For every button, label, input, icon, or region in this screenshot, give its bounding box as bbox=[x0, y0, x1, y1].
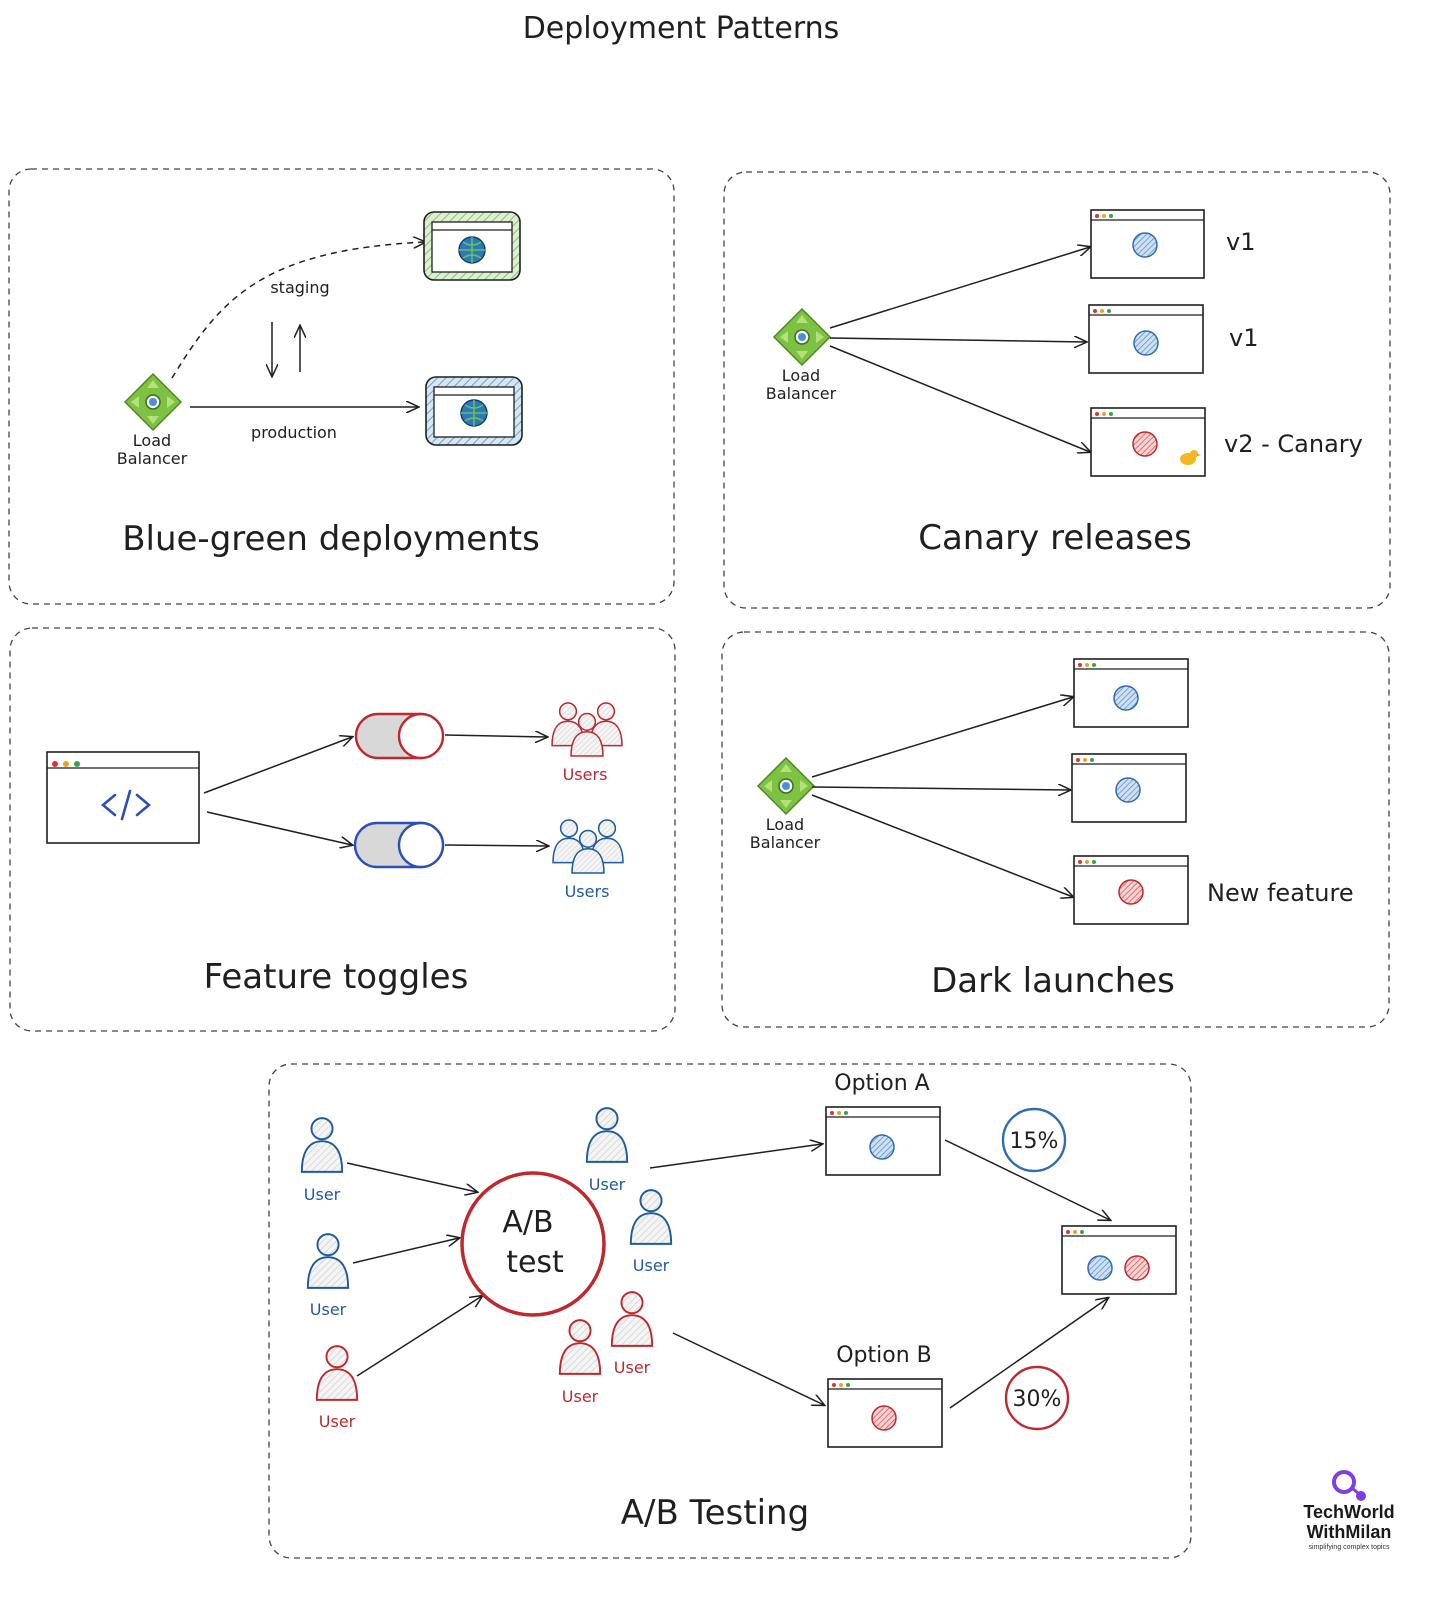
dark-window-2 bbox=[1071, 753, 1187, 823]
ab-testing-title: A/B Testing bbox=[621, 1493, 809, 1533]
user-icon bbox=[300, 1117, 344, 1173]
pct-b-badge bbox=[1004, 1365, 1070, 1431]
pct-b-label: 30% bbox=[1013, 1387, 1062, 1412]
panel-ab-testing: User User User User User User User A/B t… bbox=[268, 1063, 1192, 1559]
canary-window-3 bbox=[1090, 407, 1206, 477]
load-balancer-icon bbox=[757, 757, 815, 815]
toggle-blue[interactable] bbox=[353, 821, 445, 869]
logo-line2: WithMilan bbox=[1307, 1522, 1392, 1542]
user-icon bbox=[306, 1233, 350, 1289]
canary-window-2 bbox=[1088, 304, 1204, 374]
logo-line1: TechWorld bbox=[1303, 1502, 1394, 1522]
users-group-icon-red bbox=[552, 703, 622, 756]
users-group-icon-blue bbox=[553, 820, 623, 873]
logo-icon bbox=[1332, 1470, 1356, 1494]
user-label: User bbox=[589, 1175, 626, 1194]
user-label: User bbox=[633, 1256, 670, 1275]
option-b-window bbox=[827, 1378, 943, 1448]
load-balancer-icon bbox=[124, 373, 182, 431]
toggle-red[interactable] bbox=[354, 712, 445, 760]
lb-label-balancer: Balancer bbox=[750, 833, 821, 852]
production-label: production bbox=[251, 423, 337, 442]
panel-canary: Load Balancer v1 bbox=[723, 171, 1391, 609]
staging-arrow bbox=[171, 242, 425, 379]
user-icon bbox=[629, 1189, 673, 1245]
panel-feature-toggles: Users Users Feature toggles bbox=[9, 627, 676, 1032]
user-label: User bbox=[614, 1358, 651, 1377]
staging-server-icon bbox=[423, 211, 521, 281]
dark-window-3 bbox=[1073, 855, 1189, 925]
option-a-label: Option A bbox=[834, 1071, 929, 1096]
code-window bbox=[46, 751, 200, 844]
version-label-3: v2 - Canary bbox=[1224, 430, 1363, 458]
staging-label: staging bbox=[270, 278, 329, 297]
version-label-1: v1 bbox=[1226, 228, 1255, 256]
user-icon bbox=[558, 1319, 602, 1375]
ab-test-label-1: A/B bbox=[502, 1205, 553, 1240]
pct-a-badge bbox=[1001, 1107, 1067, 1173]
user-icon bbox=[315, 1345, 359, 1401]
option-b-label: Option B bbox=[836, 1343, 932, 1368]
lb-label-load: Load bbox=[782, 366, 820, 385]
user-label: User bbox=[319, 1412, 356, 1431]
user-label: User bbox=[304, 1185, 341, 1204]
code-icon bbox=[100, 789, 152, 821]
canary-bird-icon bbox=[1180, 450, 1201, 465]
dark-launches-title: Dark launches bbox=[931, 961, 1175, 1001]
version-label-2: v1 bbox=[1229, 324, 1258, 352]
techworld-logo: TechWorld WithMilan simplifying complex … bbox=[1303, 1470, 1395, 1551]
lb-label-balancer: Balancer bbox=[766, 384, 837, 403]
result-window bbox=[1061, 1225, 1177, 1295]
canary-window-1 bbox=[1090, 209, 1205, 279]
lb-label-balancer: Balancer bbox=[117, 449, 188, 468]
page-title: Deployment Patterns bbox=[523, 11, 840, 46]
ab-test-circle bbox=[460, 1171, 606, 1317]
lb-label-load: Load bbox=[133, 431, 171, 450]
user-label: User bbox=[310, 1300, 347, 1319]
logo-tagline: simplifying complex topics bbox=[1309, 1544, 1390, 1551]
option-a-window bbox=[825, 1106, 941, 1176]
pct-a-label: 15% bbox=[1010, 1129, 1059, 1154]
load-balancer-icon bbox=[773, 308, 831, 366]
new-feature-label: New feature bbox=[1207, 879, 1354, 907]
user-icon bbox=[585, 1107, 629, 1163]
user-label: User bbox=[562, 1387, 599, 1406]
lb-label-load: Load bbox=[766, 815, 804, 834]
canary-title: Canary releases bbox=[918, 518, 1192, 558]
dark-window-1 bbox=[1073, 658, 1189, 728]
panel-dark-launches: Load Balancer New feature Dark launches bbox=[721, 631, 1390, 1028]
panel-blue-green: Load Balancer staging production Blue-gr… bbox=[8, 168, 675, 605]
blue-green-title: Blue-green deployments bbox=[122, 519, 540, 559]
users-label-red: Users bbox=[563, 765, 608, 784]
production-server-icon bbox=[425, 376, 523, 446]
feature-toggles-title: Feature toggles bbox=[204, 957, 469, 997]
ab-test-label-2: test bbox=[506, 1245, 564, 1280]
user-icon bbox=[610, 1291, 654, 1347]
users-label-blue: Users bbox=[565, 882, 610, 901]
